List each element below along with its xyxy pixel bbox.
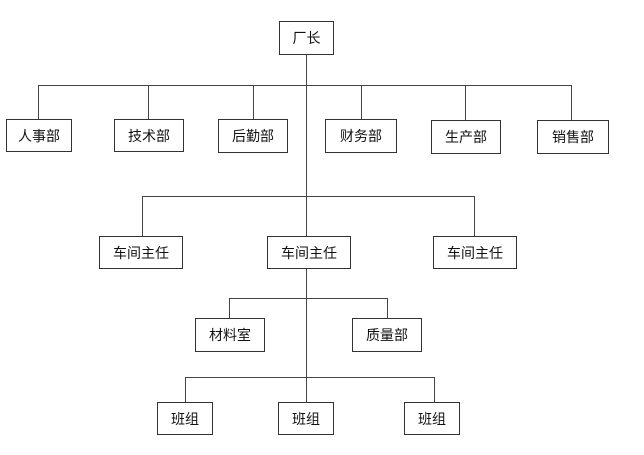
node-team-left: 班组 [157,402,213,435]
node-sales: 销售部 [537,120,609,154]
node-workshop-left: 车间主任 [99,236,183,269]
node-workshop-center: 车间主任 [267,236,351,269]
node-logistics: 后勤部 [218,119,288,153]
node-materials: 材料室 [195,318,265,352]
node-production: 生产部 [431,120,501,154]
node-director: 厂长 [279,21,334,55]
node-quality: 质量部 [352,318,422,352]
node-tech: 技术部 [114,119,184,152]
node-hr: 人事部 [6,119,72,152]
node-team-right: 班组 [404,402,460,435]
node-team-center: 班组 [278,402,334,435]
node-workshop-right: 车间主任 [433,236,517,269]
node-finance: 财务部 [325,119,397,153]
